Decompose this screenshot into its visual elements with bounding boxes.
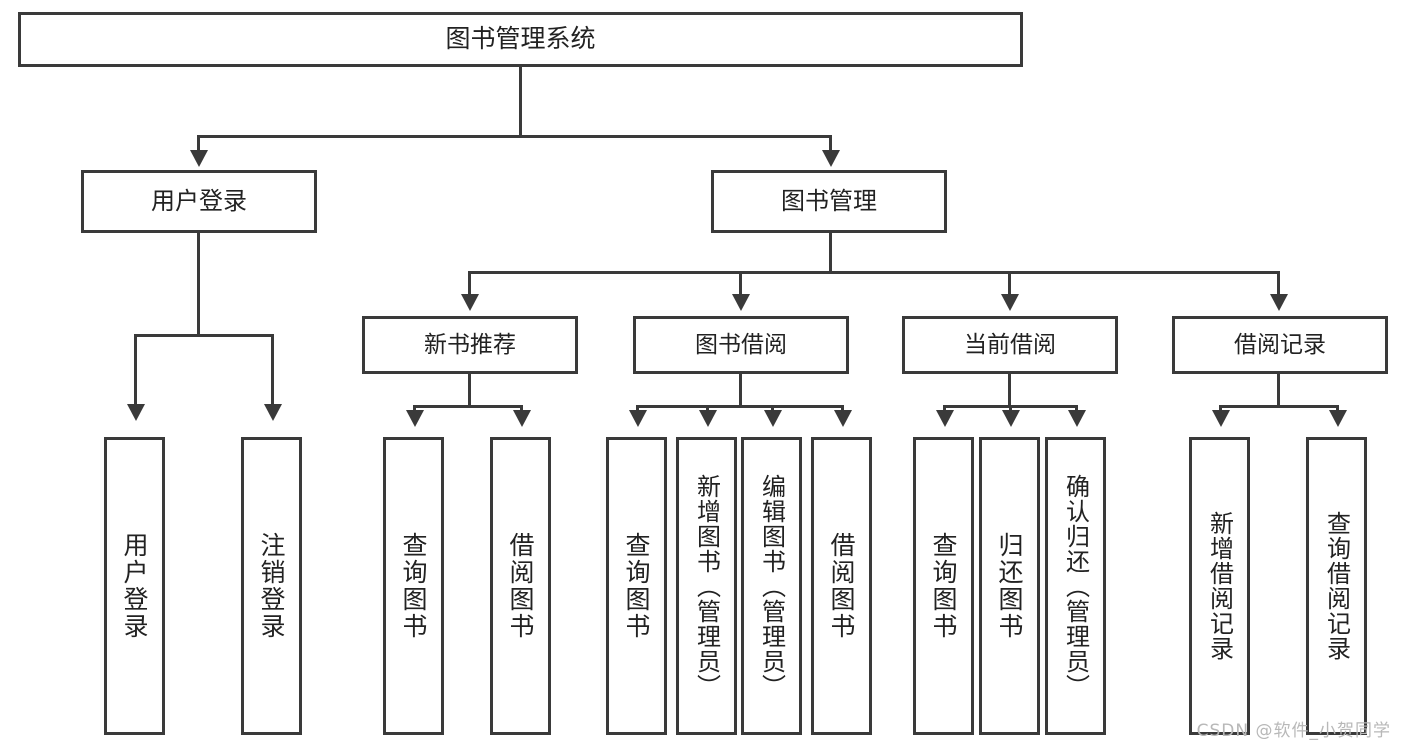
arrowhead-new-book-recommend (461, 294, 479, 311)
node-new-book-recommend[interactable]: 新书推荐 (362, 316, 578, 374)
arrowhead-book-manage (822, 150, 840, 167)
connector-user-login-bus (134, 334, 273, 337)
leaf-add-borrow-record[interactable]: 新增借阅记录 (1189, 437, 1250, 735)
connector-user-login-stem (197, 233, 200, 336)
node-label: 图书管理 (781, 186, 877, 215)
arrowhead-leaf-query-book-1 (406, 410, 424, 427)
leaf-query-borrow-record[interactable]: 查询借阅记录 (1306, 437, 1367, 735)
connector-bb-drop-1 (636, 405, 639, 413)
leaf-query-book-current[interactable]: 查询图书 (913, 437, 974, 735)
arrowhead-leaf-query-record (1329, 410, 1347, 427)
connector-cb-stem (1008, 374, 1011, 407)
connector-book-manage-stem (829, 233, 832, 273)
arrowhead-leaf-query-book-3 (936, 410, 954, 427)
connector-bb-drop-3 (771, 405, 774, 413)
connector-root-to-book-manage (829, 135, 832, 153)
connector-user-login-drop-2 (271, 334, 274, 406)
leaf-label: 归还图书 (995, 532, 1024, 640)
leaf-add-book[interactable]: 新增图书（管理员） (676, 437, 737, 735)
connector-bb-drop-2 (706, 405, 709, 413)
node-label: 新书推荐 (424, 331, 516, 358)
leaf-user-login[interactable]: 用户登录 (104, 437, 165, 735)
leaf-query-book-recommend[interactable]: 查询图书 (383, 437, 444, 735)
leaf-borrow-book[interactable]: 借阅图书 (811, 437, 872, 735)
connector-cb-drop-3 (1075, 405, 1078, 413)
leaf-label: 借阅图书 (827, 532, 856, 640)
arrowhead-borrow-record (1270, 294, 1288, 311)
leaf-label: 查询借阅记录 (1322, 511, 1351, 661)
connector-br-bus (1219, 405, 1339, 408)
arrowhead-leaf-add-record (1212, 410, 1230, 427)
leaf-label: 新增图书（管理员） (692, 473, 721, 699)
connector-bb-stem (739, 374, 742, 407)
node-label: 图书管理系统 (445, 24, 596, 54)
connector-nbr-drop-1 (413, 405, 416, 413)
leaf-query-book-borrow[interactable]: 查询图书 (606, 437, 667, 735)
arrowhead-leaf-confirm-return (1068, 410, 1086, 427)
node-book-borrow[interactable]: 图书借阅 (633, 316, 849, 374)
leaf-logout[interactable]: 注销登录 (241, 437, 302, 735)
connector-bm-drop-2 (739, 271, 742, 296)
leaf-confirm-return[interactable]: 确认归还（管理员） (1045, 437, 1106, 735)
connector-root-to-user-login (197, 135, 200, 153)
node-borrow-record[interactable]: 借阅记录 (1172, 316, 1388, 374)
leaf-label: 查询图书 (929, 532, 958, 640)
connector-root-stem (519, 67, 522, 137)
arrowhead-leaf-return-book (1002, 410, 1020, 427)
arrowhead-leaf-logout (264, 404, 282, 421)
arrowhead-leaf-borrow-book-1 (513, 410, 531, 427)
node-user-login[interactable]: 用户登录 (81, 170, 317, 233)
arrowhead-user-login (190, 150, 208, 167)
connector-nbr-bus (413, 405, 523, 408)
node-current-borrow[interactable]: 当前借阅 (902, 316, 1118, 374)
connector-book-manage-bus (468, 271, 1280, 274)
connector-bm-drop-4 (1277, 271, 1280, 296)
arrowhead-leaf-query-book-2 (629, 410, 647, 427)
arrowhead-leaf-add-book (699, 410, 717, 427)
arrowhead-book-borrow (732, 294, 750, 311)
connector-bm-drop-1 (468, 271, 471, 296)
node-book-management-system[interactable]: 图书管理系统 (18, 12, 1023, 67)
leaf-label: 新增借阅记录 (1205, 511, 1234, 661)
watermark-text: CSDN @软件_小贺同学 (1196, 721, 1391, 741)
arrowhead-leaf-edit-book (764, 410, 782, 427)
arrowhead-leaf-borrow-book-2 (834, 410, 852, 427)
arrowhead-leaf-user-login (127, 404, 145, 421)
connector-bm-drop-3 (1008, 271, 1011, 296)
connector-bb-bus (636, 405, 844, 408)
leaf-label: 确认归还（管理员） (1061, 473, 1090, 699)
connector-cb-drop-1 (943, 405, 946, 413)
connector-br-drop-2 (1336, 405, 1339, 413)
connector-nbr-stem (468, 374, 471, 407)
node-label: 借阅记录 (1234, 331, 1326, 358)
leaf-return-book[interactable]: 归还图书 (979, 437, 1040, 735)
arrowhead-current-borrow (1001, 294, 1019, 311)
leaf-label: 注销登录 (257, 532, 286, 640)
leaf-label: 查询图书 (399, 532, 428, 640)
leaf-label: 用户登录 (120, 532, 149, 640)
leaf-borrow-book-recommend[interactable]: 借阅图书 (490, 437, 551, 735)
connector-bb-drop-4 (841, 405, 844, 413)
leaf-label: 借阅图书 (506, 532, 535, 640)
connector-cb-drop-2 (1009, 405, 1012, 413)
node-book-manage[interactable]: 图书管理 (711, 170, 947, 233)
leaf-label: 编辑图书（管理员） (757, 473, 786, 699)
connector-br-stem (1277, 374, 1280, 407)
connector-br-drop-1 (1219, 405, 1222, 413)
node-label: 当前借阅 (964, 331, 1056, 358)
leaf-edit-book[interactable]: 编辑图书（管理员） (741, 437, 802, 735)
connector-nbr-drop-2 (520, 405, 523, 413)
node-label: 用户登录 (151, 186, 247, 215)
connector-user-login-drop-1 (134, 334, 137, 406)
connector-root-bus (197, 135, 832, 138)
leaf-label: 查询图书 (622, 532, 651, 640)
node-label: 图书借阅 (695, 331, 787, 358)
